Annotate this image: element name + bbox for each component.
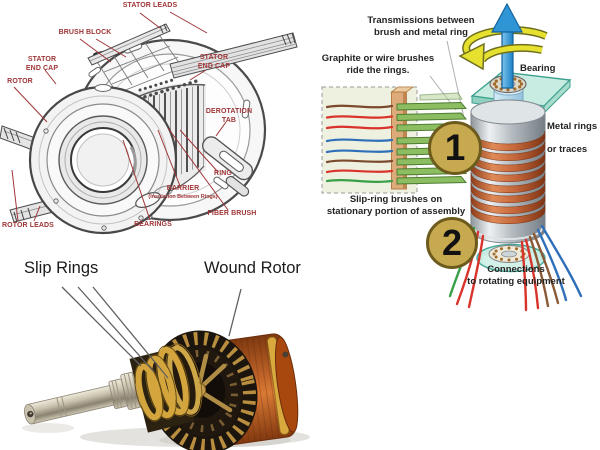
label-bearing: Bearing [520,63,556,74]
label-metal-rings-line2: or traces [547,143,588,155]
label-transmissions: Transmissions between brush and metal ri… [367,15,475,38]
label-wound-rotor: Wound Rotor [204,259,301,277]
label-ring: RING [214,170,232,177]
rotor-front-face [28,84,178,235]
label-rotor-leads: ROTOR LEADS [2,222,54,229]
label-stator-end-cap-left: STATOR END CAP [25,56,59,73]
derotation-tab-fork [201,136,254,197]
label-stator-end-cap-right: STATOR END CAP [197,54,231,71]
step-badge-2: 2 [426,217,478,269]
label-barrier: BARRIER [166,185,200,192]
label-slip-rings: Slip Rings [24,259,99,277]
slip-rings-assembly [129,343,203,433]
brush-lead-wires [325,104,394,183]
rotation-arrow-front [458,42,543,71]
wound-rotor-photo [22,286,310,450]
label-metal-rings-line1: Metal rings [547,120,598,132]
capsule-cutaway-drawing [0,11,298,235]
label-derotation-tab: DEROTATION TAB [205,108,253,125]
label-brush-block: BRUSH BLOCK [58,29,112,36]
up-arrow-icon [490,2,524,89]
label-slip-ring-brushes: Slip-ring brushes on stationary portion … [326,194,466,217]
metal-ring-cylinder [470,99,546,244]
label-connections: Connections to rotating equipment [467,264,565,287]
label-bearings: BEARINGS [134,221,172,228]
label-rotor: ROTOR [7,78,33,85]
label-stator-leads: STATOR LEADS [122,2,178,9]
bearings-detail [135,185,173,208]
label-fiber-brush: FIBER BRUSH [207,210,257,217]
capsule-leader-lines [11,11,229,222]
label-graphite-brushes: Graphite or wire brushes ride the rings. [321,53,435,76]
stator-leads-ribbons [87,23,298,79]
photo-leader-lines [61,286,242,379]
step-badge-1: 1 [428,121,482,175]
label-metal-rings: Metal rings or traces [547,109,599,167]
rotor-shaft [24,371,145,425]
shaft-shadow [22,423,74,433]
label-barrier-sub: (Insulation Between Rings) [148,194,218,200]
